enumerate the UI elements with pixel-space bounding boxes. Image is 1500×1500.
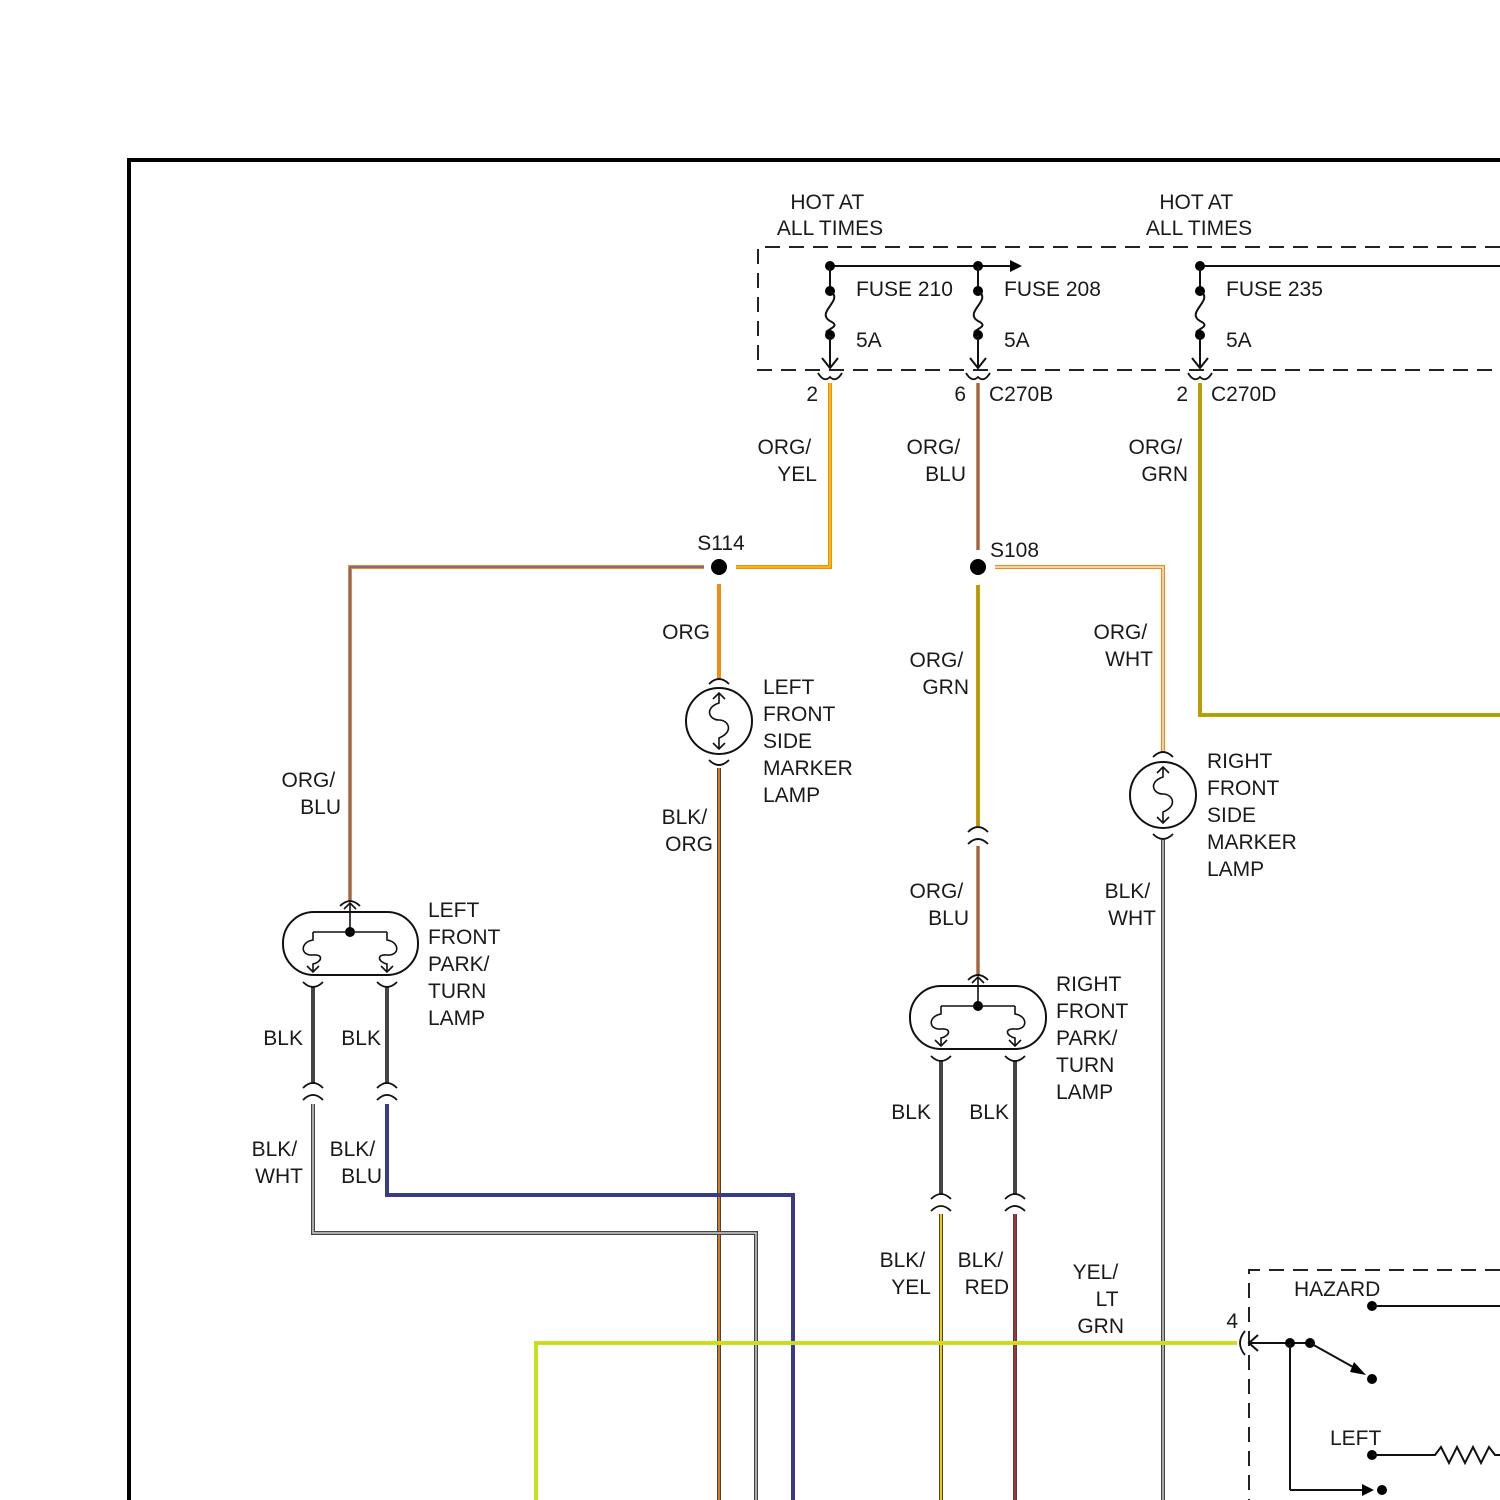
connector-left-inline-1 [303, 1083, 323, 1100]
wire-label-org: ORG [662, 621, 710, 644]
c270d-pin-label: 2 [1176, 383, 1188, 406]
connector-fuse210-out [818, 373, 842, 379]
wire-label-yel-lt-grn: YEL/ LT GRN [1073, 1261, 1124, 1338]
fuse210-pin-label: 2 [806, 383, 818, 406]
right-side-marker-lamp-symbol [1130, 752, 1196, 839]
fuse-208-rating: 5A [1004, 329, 1030, 352]
left-park-turn-lamp-label: LEFT FRONT PARK/ TURN LAMP [428, 899, 506, 1030]
right-park-turn-lamp-label: RIGHT FRONT PARK/ TURN LAMP [1056, 973, 1134, 1104]
hot-at-all-times-label-1: HOT AT ALL TIMES [777, 191, 883, 240]
connector-org-grn-inline [968, 827, 988, 844]
c270d-connector-label: C270D [1211, 383, 1276, 406]
hazard-left-label: LEFT [1330, 1427, 1382, 1450]
fuse-208 [970, 261, 986, 368]
wire-label-blk-wht-left: BLK/ WHT [252, 1138, 304, 1188]
wire-label-org-blu-left: ORG/ BLU [281, 769, 341, 819]
wire-label-org-blu-right: ORG/ BLU [909, 880, 969, 930]
c270b-pin-label: 6 [954, 383, 966, 406]
hazard-pin-label: 4 [1226, 1310, 1238, 1333]
wire-label-blk-right-2: BLK [969, 1101, 1009, 1124]
splice-s114-dot [711, 559, 727, 575]
left-park-turn-lamp-symbol [283, 901, 418, 987]
wire-org-blu-left [350, 567, 704, 902]
right-park-turn-lamp-symbol [910, 975, 1046, 1061]
wire-yel-lt-grn [536, 1343, 1237, 1500]
fuse-235-rating: 5A [1226, 329, 1252, 352]
wire-label-blk-red: BLK/ RED [958, 1249, 1009, 1299]
left-side-marker-lamp-symbol [686, 679, 752, 765]
hazard-switch-internals [1240, 1301, 1500, 1496]
bus-arrow [1010, 260, 1022, 272]
fuse-210 [822, 261, 838, 368]
wire-label-org-grn-top: ORG/ GRN [1128, 436, 1188, 486]
hazard-switch-title: HAZARD [1294, 1278, 1380, 1301]
wire-label-blk-org: BLK/ ORG [662, 806, 713, 856]
connector-left-inline-2 [377, 1083, 397, 1100]
splice-s108-dot [970, 559, 986, 575]
fuse-210-rating: 5A [856, 329, 882, 352]
wire-label-blk-left-2: BLK [341, 1027, 381, 1050]
wire-label-org-grn-mid: ORG/ GRN [909, 649, 969, 699]
connector-right-inline-2 [1005, 1194, 1025, 1211]
wire-label-blk-left-1: BLK [263, 1027, 303, 1050]
splice-s114-label: S114 [697, 532, 745, 555]
wire-label-org-yel: ORG/ YEL [757, 436, 817, 486]
right-side-marker-lamp-label: RIGHT FRONT SIDE MARKER LAMP [1207, 750, 1303, 881]
wire-label-blk-yel: BLK/ YEL [880, 1249, 931, 1299]
fuse-235-name: FUSE 235 [1226, 278, 1323, 301]
fuse-208-name: FUSE 208 [1004, 278, 1101, 301]
fuse-210-name: FUSE 210 [856, 278, 953, 301]
wire-blk-blu [387, 1104, 793, 1500]
hot-at-all-times-label-2: HOT AT ALL TIMES [1146, 191, 1252, 240]
wire-org-grn-top [1200, 383, 1500, 715]
wire-label-org-wht: ORG/ WHT [1093, 621, 1153, 671]
wire-label-blk-blu: BLK/ BLU [330, 1138, 382, 1188]
fuse-235 [1192, 261, 1208, 368]
wire-label-blk-wht-right: BLK/ WHT [1105, 880, 1157, 930]
left-side-marker-lamp-label: LEFT FRONT SIDE MARKER LAMP [763, 676, 859, 807]
c270b-connector-label: C270B [989, 383, 1053, 406]
splice-s108-label: S108 [990, 539, 1039, 562]
connector-right-inline-1 [931, 1194, 951, 1211]
connector-c270b-out [966, 373, 990, 379]
connector-c270d-out [1188, 373, 1212, 379]
wire-label-blk-right-1: BLK [891, 1101, 931, 1124]
wire-label-org-blu-top: ORG/ BLU [906, 436, 966, 486]
